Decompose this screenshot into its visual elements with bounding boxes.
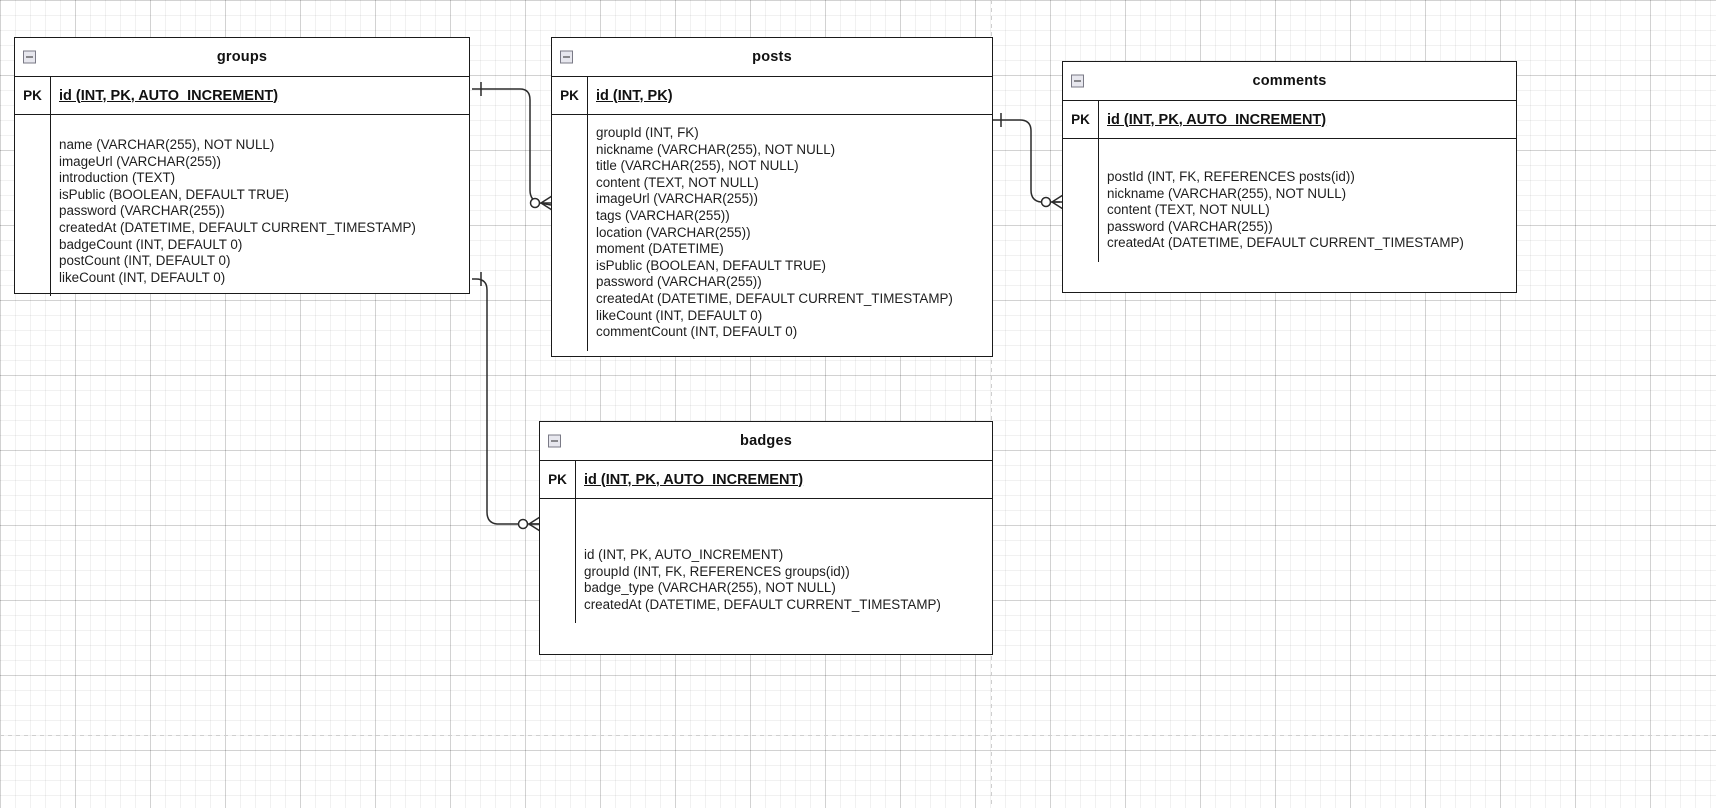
pk-label: PK xyxy=(552,77,587,115)
attribute-row[interactable]: createdAt (DATETIME, DEFAULT CURRENT_TIM… xyxy=(1107,235,1464,251)
attribute-row[interactable]: commentCount (INT, DEFAULT 0) xyxy=(596,324,798,340)
entity-groups-attributes: name (VARCHAR(255), NOT NULL) imageUrl (… xyxy=(51,115,469,296)
attribute-row[interactable]: isPublic (BOOLEAN, DEFAULT TRUE) xyxy=(596,257,826,273)
attribute-row[interactable]: location (VARCHAR(255)) xyxy=(596,224,751,240)
entity-badges-field-column: id (INT, PK, AUTO_INCREMENT) id (INT, PK… xyxy=(576,461,992,623)
attribute-row[interactable]: id (INT, PK, AUTO_INCREMENT) xyxy=(584,547,784,562)
attribute-row[interactable]: password (VARCHAR(255)) xyxy=(59,203,225,219)
attribute-row[interactable]: moment (DATETIME) xyxy=(596,241,724,257)
entity-groups-field-column: id (INT, PK, AUTO_INCREMENT) name (VARCH… xyxy=(51,77,469,296)
entity-groups[interactable]: groups PK id (INT, PK, AUTO_INCREMENT) n… xyxy=(14,37,470,297)
attribute-row[interactable]: password (VARCHAR(255)) xyxy=(1107,218,1273,234)
attribute-row[interactable]: introduction (TEXT) xyxy=(59,170,176,186)
page-break-horizontal xyxy=(0,735,1716,736)
entity-posts-attributes: groupId (INT, FK) nickname (VARCHAR(255)… xyxy=(588,115,992,351)
relationship-groups-badges xyxy=(472,272,541,532)
attribute-row[interactable]: isPublic (BOOLEAN, DEFAULT TRUE) xyxy=(59,186,289,202)
attribute-row[interactable]: password (VARCHAR(255)) xyxy=(596,274,762,290)
attribute-row[interactable]: badgeCount (INT, DEFAULT 0) xyxy=(59,236,243,252)
collapse-minus-icon[interactable] xyxy=(1071,74,1084,88)
attribute-row[interactable]: content (TEXT, NOT NULL) xyxy=(596,174,759,190)
entity-comments[interactable]: comments PK id (INT, PK, AUTO_INCREMENT)… xyxy=(1062,61,1517,293)
attribute-row[interactable]: postId (INT, FK, REFERENCES posts(id)) xyxy=(1107,169,1355,184)
entity-groups-title: groups xyxy=(216,49,268,65)
entity-comments-header: comments xyxy=(1063,62,1516,101)
attribute-row[interactable]: groupId (INT, FK) xyxy=(596,125,699,140)
entity-groups-key-column: PK xyxy=(15,77,51,297)
attribute-row[interactable]: likeCount (INT, DEFAULT 0) xyxy=(596,307,763,323)
entity-posts-field-column: id (INT, PK) groupId (INT, FK) nickname … xyxy=(588,77,992,351)
entity-badges-key-column: PK xyxy=(540,461,576,624)
entity-comments-key-column: PK xyxy=(1063,101,1099,262)
attribute-row[interactable]: nickname (VARCHAR(255), NOT NULL) xyxy=(596,141,836,157)
collapse-minus-icon[interactable] xyxy=(560,50,573,64)
attribute-row[interactable]: createdAt (DATETIME, DEFAULT CURRENT_TIM… xyxy=(584,596,941,612)
entity-posts[interactable]: posts PK id (INT, PK) groupId (INT, FK) … xyxy=(551,37,993,357)
pk-label: PK xyxy=(1063,101,1098,139)
entity-comments-attributes: postId (INT, FK, REFERENCES posts(id)) n… xyxy=(1099,139,1516,262)
collapse-minus-icon[interactable] xyxy=(23,50,36,64)
attribute-row[interactable]: tags (VARCHAR(255)) xyxy=(596,207,730,223)
attribute-row[interactable]: imageUrl (VARCHAR(255)) xyxy=(596,191,758,207)
attribute-row[interactable]: imageUrl (VARCHAR(255)) xyxy=(59,153,221,169)
entity-badges-header: badges xyxy=(540,422,992,461)
attribute-row[interactable]: postCount (INT, DEFAULT 0) xyxy=(59,253,231,269)
entity-badges-attributes: id (INT, PK, AUTO_INCREMENT) groupId (IN… xyxy=(576,499,992,623)
attribute-row[interactable]: badge_type (VARCHAR(255), NOT NULL) xyxy=(584,580,836,596)
attribute-row[interactable]: createdAt (DATETIME, DEFAULT CURRENT_TIM… xyxy=(596,290,953,306)
entity-comments-title: comments xyxy=(1252,73,1327,89)
entity-badges-title: badges xyxy=(740,433,792,449)
attribute-row[interactable]: createdAt (DATETIME, DEFAULT CURRENT_TIM… xyxy=(59,219,416,235)
pk-field[interactable]: id (INT, PK) xyxy=(588,77,992,115)
attribute-row[interactable]: title (VARCHAR(255), NOT NULL) xyxy=(596,158,799,174)
entity-badges-body: PK id (INT, PK, AUTO_INCREMENT) id (INT,… xyxy=(540,461,992,624)
entity-posts-title: posts xyxy=(752,49,792,65)
pk-field[interactable]: id (INT, PK, AUTO_INCREMENT) xyxy=(1099,101,1516,139)
entity-comments-field-column: id (INT, PK, AUTO_INCREMENT) postId (INT… xyxy=(1099,101,1516,262)
attribute-row[interactable]: groupId (INT, FK, REFERENCES groups(id)) xyxy=(584,563,850,579)
entity-posts-key-column: PK xyxy=(552,77,588,351)
relationship-groups-posts xyxy=(472,82,553,211)
entity-groups-header: groups xyxy=(15,38,469,77)
page-break-vertical xyxy=(991,0,992,808)
pk-field[interactable]: id (INT, PK, AUTO_INCREMENT) xyxy=(51,77,469,115)
attribute-row[interactable]: likeCount (INT, DEFAULT 0) xyxy=(59,269,226,285)
pk-field[interactable]: id (INT, PK, AUTO_INCREMENT) xyxy=(576,461,992,499)
entity-posts-header: posts xyxy=(552,38,992,77)
attribute-row[interactable]: content (TEXT, NOT NULL) xyxy=(1107,202,1270,218)
attribute-row[interactable]: nickname (VARCHAR(255), NOT NULL) xyxy=(1107,185,1347,201)
entity-groups-body: PK id (INT, PK, AUTO_INCREMENT) name (VA… xyxy=(15,77,469,297)
relationship-posts-comments xyxy=(993,113,1064,210)
collapse-minus-icon[interactable] xyxy=(548,434,561,448)
attribute-row[interactable]: name (VARCHAR(255), NOT NULL) xyxy=(59,137,275,152)
entity-badges[interactable]: badges PK id (INT, PK, AUTO_INCREMENT) i… xyxy=(539,421,993,655)
pk-label: PK xyxy=(540,461,575,499)
entity-comments-body: PK id (INT, PK, AUTO_INCREMENT) postId (… xyxy=(1063,101,1516,262)
pk-label: PK xyxy=(15,77,50,115)
entity-posts-body: PK id (INT, PK) groupId (INT, FK) nickna… xyxy=(552,77,992,351)
